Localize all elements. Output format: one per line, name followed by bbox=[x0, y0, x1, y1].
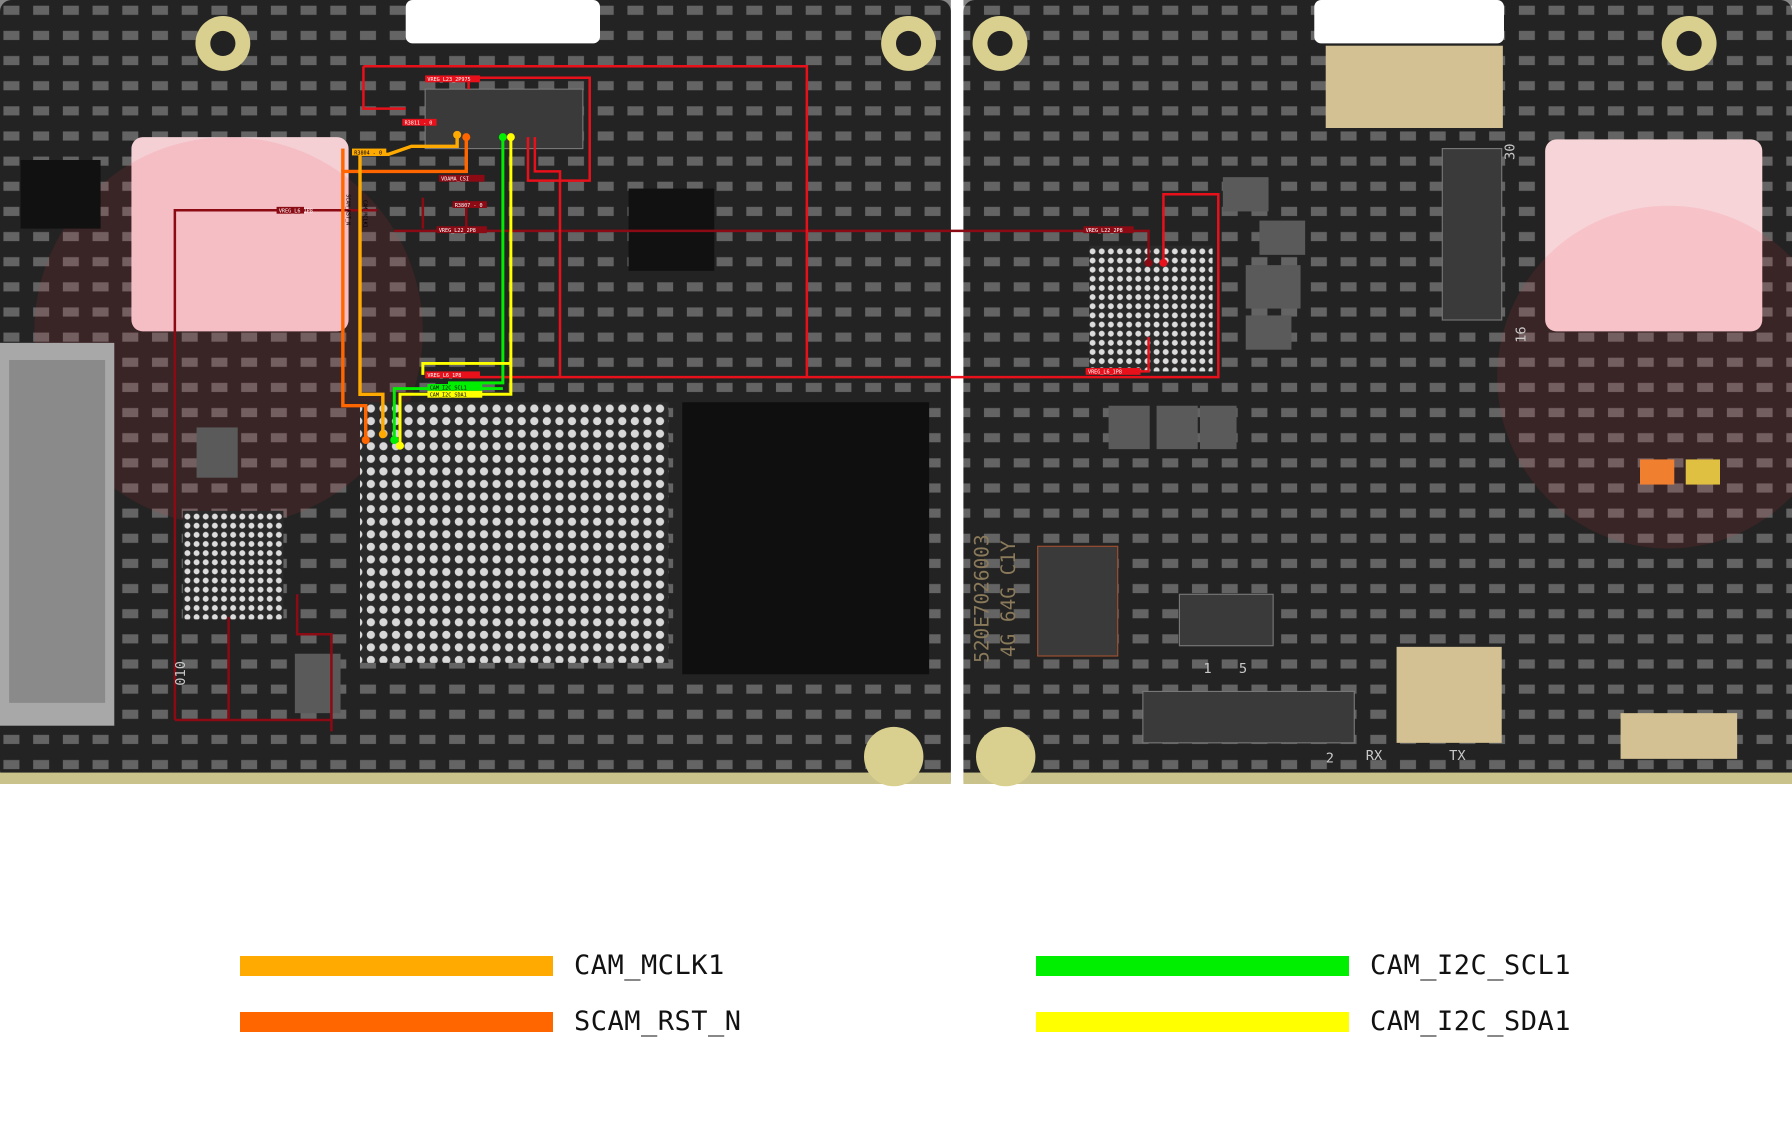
legend-label: CAM_I2C_SCL1 bbox=[1370, 950, 1572, 981]
pin-16: 16 bbox=[1514, 326, 1530, 343]
gold-pad bbox=[1620, 713, 1738, 759]
label-scl: CAM_I2C_SCL1 bbox=[430, 386, 467, 392]
board-variant: 4G 64G C1Y bbox=[997, 540, 1020, 657]
memory-chip bbox=[682, 402, 930, 675]
label-rst: SCAM_RST_N bbox=[344, 194, 350, 225]
label-mclk: CAM_MCLK1 bbox=[361, 200, 367, 228]
board-edge bbox=[0, 772, 951, 784]
trace-dark-red bbox=[173, 197, 1150, 732]
inductors bbox=[196, 177, 1306, 714]
label-vreg-l22: VREG_L22_2P8 bbox=[439, 228, 476, 234]
bottom-connector bbox=[1142, 690, 1355, 744]
legend-label: CAM_I2C_SDA1 bbox=[1370, 1006, 1572, 1037]
board-edge bbox=[963, 772, 1792, 784]
gold-pad bbox=[1396, 646, 1502, 743]
legend-label: SCAM_RST_N bbox=[574, 1006, 742, 1037]
board-window bbox=[131, 137, 349, 332]
label-vreg-l6-right: VREG_L6_1P8 bbox=[1088, 370, 1122, 376]
side-connector bbox=[1441, 148, 1503, 321]
legend-swatch bbox=[240, 1011, 553, 1032]
gold-pad bbox=[1325, 45, 1503, 128]
legend-label: CAM_MCLK1 bbox=[574, 950, 725, 981]
rf-bga bbox=[1089, 245, 1213, 372]
label-vdama: VDAMA_CSI bbox=[441, 177, 469, 183]
label-vreg-left: VREG_L6_1P8 bbox=[279, 209, 313, 215]
trace-scam-rst-n bbox=[341, 137, 468, 440]
trace-nodes bbox=[361, 130, 1168, 450]
label-sda: CAM_I2C_SDA1 bbox=[430, 393, 467, 399]
flex-connector bbox=[1037, 545, 1119, 657]
legend-swatch bbox=[240, 955, 553, 976]
led-pads bbox=[1640, 459, 1720, 485]
pin-1: 1 bbox=[1203, 661, 1211, 677]
legend-cam-i2c-sda1: CAM_I2C_SDA1 bbox=[1036, 1006, 1571, 1037]
ic bbox=[20, 160, 101, 229]
pin-2: 2 bbox=[1326, 750, 1334, 766]
label-r3804: R3804 - 0 bbox=[354, 150, 382, 156]
label-vreg-l6: VREG_L6_1P8 bbox=[427, 373, 461, 379]
rx-label: RX bbox=[1366, 748, 1383, 764]
small-connector bbox=[1178, 593, 1274, 647]
legend-cam-i2c-scl1: CAM_I2C_SCL1 bbox=[1036, 950, 1571, 981]
legend-swatch bbox=[1036, 1011, 1349, 1032]
board-serial: 520E7026003 bbox=[971, 534, 994, 663]
watermark-logo bbox=[34, 137, 423, 526]
pin-5: 5 bbox=[1239, 661, 1247, 677]
pmic-bga bbox=[182, 510, 284, 620]
soc-bga bbox=[360, 402, 669, 663]
label-r3807: R3807 - 0 bbox=[455, 203, 483, 209]
tx-label: TX bbox=[1449, 748, 1466, 764]
label-vreg-l22-right: VREG_L22_2P8 bbox=[1086, 228, 1123, 234]
board-code: 010 bbox=[173, 661, 189, 686]
trace-red bbox=[362, 65, 1220, 379]
legend-scam-rst-n: SCAM_RST_N bbox=[240, 1006, 742, 1037]
board-cutout bbox=[405, 0, 600, 44]
board-window bbox=[1545, 139, 1763, 332]
board-cutout bbox=[1314, 0, 1504, 44]
legend-swatch bbox=[1036, 955, 1349, 976]
label-r3811: R3811 - 0 bbox=[405, 121, 433, 127]
pin-30: 30 bbox=[1502, 144, 1518, 161]
legend-cam-mclk1: CAM_MCLK1 bbox=[240, 950, 725, 981]
label-vreg-l23: VREG_L23_2P975 bbox=[427, 77, 470, 83]
